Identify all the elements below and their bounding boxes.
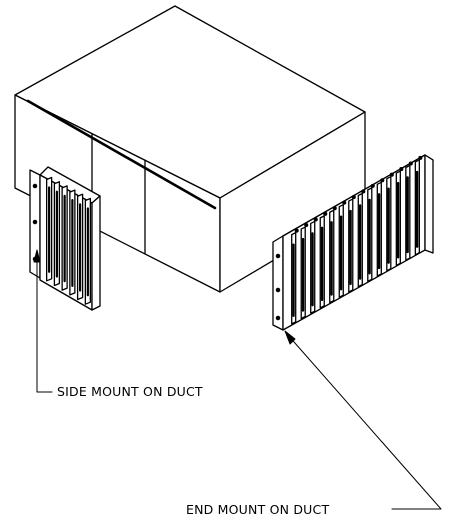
connector-dot bbox=[370, 183, 375, 188]
connector-dot bbox=[418, 155, 423, 160]
end-mount-card-cage bbox=[272, 154, 434, 331]
side-mount-callout bbox=[33, 249, 53, 393]
duct-edge-line bbox=[26, 99, 217, 210]
connector-dot bbox=[408, 161, 413, 166]
side-mount-card-cage bbox=[29, 166, 101, 311]
end-mount-callout bbox=[284, 330, 442, 510]
connector-dot bbox=[294, 228, 299, 233]
connector-dot bbox=[313, 217, 318, 222]
connector-dot bbox=[361, 189, 366, 194]
connector-dot bbox=[323, 211, 328, 216]
side-mount-cards bbox=[45, 176, 92, 305]
side-mount-leader-line bbox=[36, 254, 53, 393]
connector-dot bbox=[380, 178, 385, 183]
connector-dot bbox=[332, 206, 337, 211]
connector-dot bbox=[304, 222, 309, 228]
duct-box bbox=[14, 5, 366, 293]
side-mount-back-flange bbox=[91, 195, 101, 311]
connector-dot bbox=[389, 172, 394, 177]
end-mount-right-flange bbox=[424, 154, 434, 254]
side-mount-label: SIDE MOUNT ON DUCT bbox=[57, 384, 203, 399]
mounting-hole bbox=[32, 183, 38, 189]
side-mount-arrowhead bbox=[33, 249, 41, 263]
end-mount-arrowhead bbox=[284, 330, 296, 345]
mounting-hole bbox=[275, 287, 281, 293]
mounting-hole bbox=[32, 219, 38, 225]
end-mount-leader-line bbox=[286, 333, 442, 510]
connector-dot bbox=[342, 200, 347, 205]
end-mount-label: END MOUNT ON DUCT bbox=[186, 502, 329, 517]
connector-dot bbox=[399, 167, 404, 172]
end-mount-cards bbox=[291, 159, 420, 325]
mounting-hole bbox=[275, 253, 281, 259]
end-mount-connector-row bbox=[294, 155, 423, 233]
connector-dot bbox=[351, 195, 356, 200]
mounting-hole bbox=[275, 315, 281, 321]
